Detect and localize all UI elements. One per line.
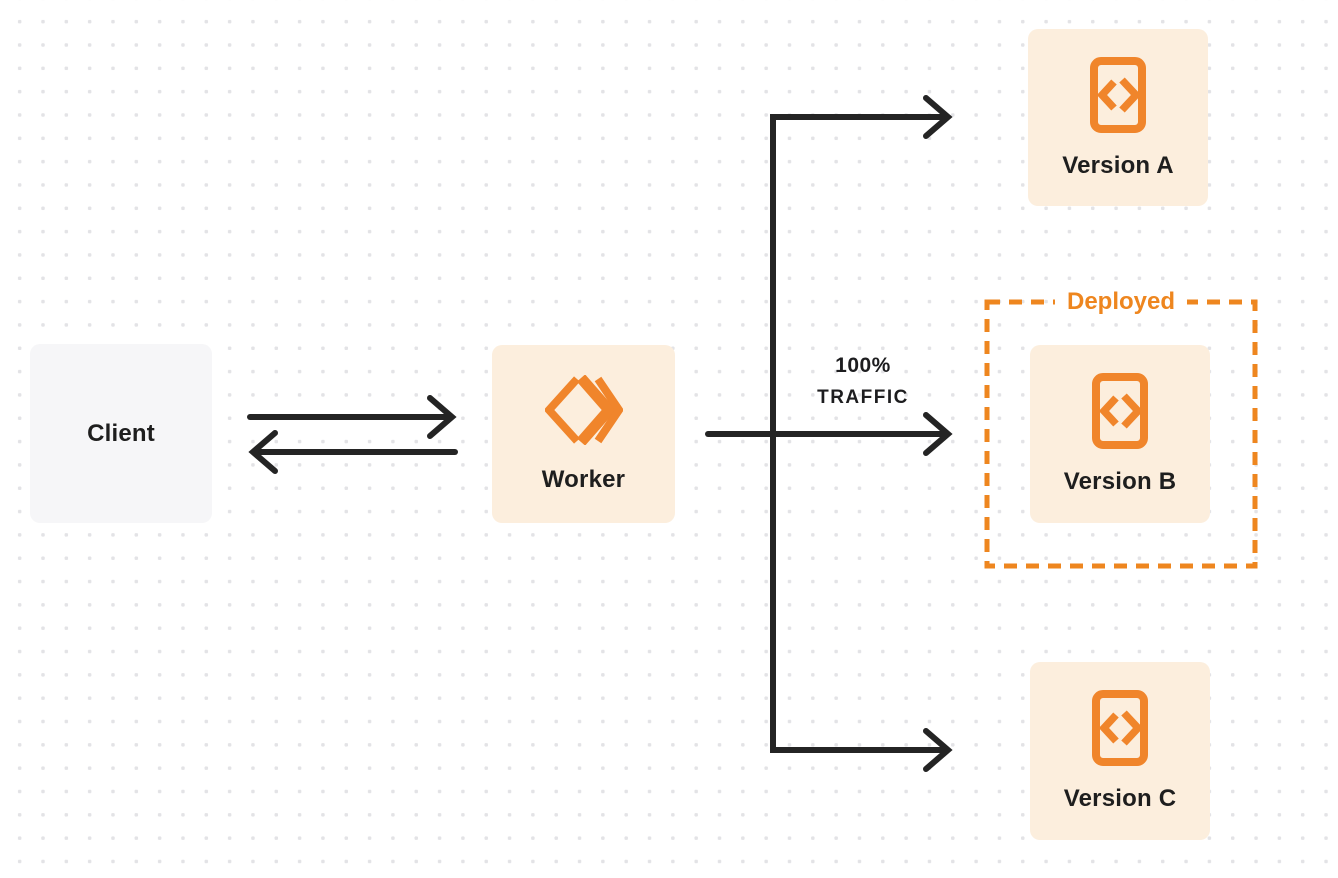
response-arrow-head-icon [248, 430, 278, 474]
code-file-icon [1089, 56, 1147, 139]
code-file-icon [1091, 372, 1149, 455]
traffic-percent-text: 100% [835, 354, 891, 377]
version-b-label: Version B [1063, 468, 1177, 495]
client-label: Client [87, 419, 155, 447]
version-c-label: Version C [1063, 785, 1177, 812]
worker-label: Worker [541, 465, 626, 493]
code-file-icon [1091, 689, 1149, 772]
version-c-node: Version C [1030, 662, 1210, 840]
traffic-annotation: 100% TRAFFIC [775, 350, 951, 414]
deployed-badge: Deployed [1054, 287, 1188, 317]
version-b-node: Version B [1030, 345, 1210, 523]
request-arrow-head-icon [427, 395, 457, 439]
client-node: Client [30, 344, 212, 523]
version-a-arrow-head-icon [923, 95, 953, 139]
traffic-word-text: TRAFFIC [817, 387, 909, 408]
version-c-arrow-head-icon [923, 728, 953, 772]
worker-node: Worker [492, 345, 675, 523]
version-b-arrow-head-icon [923, 412, 953, 456]
version-a-node: Version A [1028, 29, 1208, 206]
cloudflare-worker-icon [543, 373, 624, 450]
version-a-label: Version A [1062, 151, 1174, 179]
